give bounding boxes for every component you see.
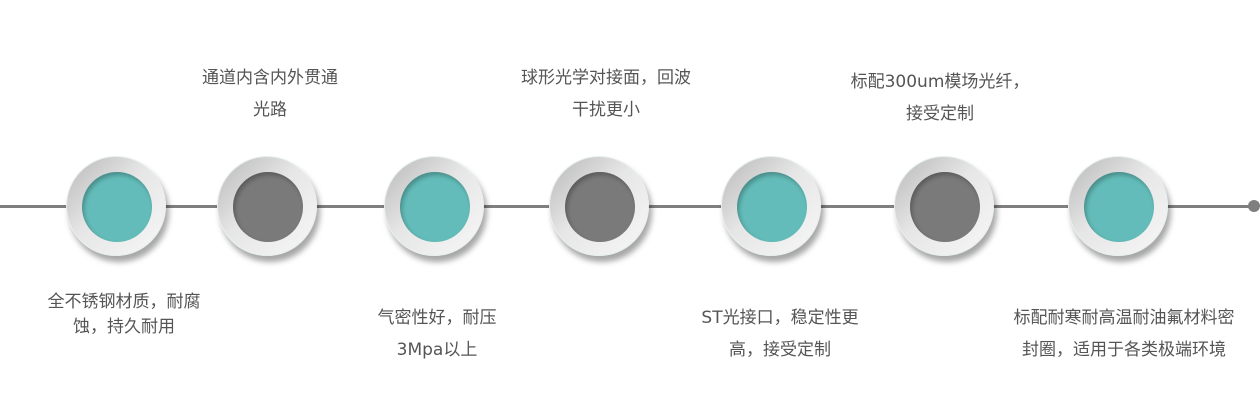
node-center-circle	[565, 172, 635, 242]
timeline-node	[894, 156, 994, 256]
node-center-circle	[1084, 172, 1154, 242]
feature-label-line: 3Mpa以上	[396, 340, 478, 360]
feature-label: ST光接口，稳定性更高，接受定制	[650, 302, 910, 366]
feature-label-line: 封圈，适用于各类极端环境	[1022, 340, 1226, 360]
feature-label: 全不锈钢材质，耐腐蚀，持久耐用	[0, 290, 254, 340]
feature-label-line: 通道内含内外贯通	[202, 68, 338, 88]
feature-label-line: 标配300um模场光纤，	[850, 72, 1030, 92]
feature-label-line: 蚀，持久耐用	[73, 317, 175, 337]
feature-label-line: ST光接口，稳定性更	[701, 308, 859, 328]
timeline-end-dot	[1248, 200, 1260, 212]
feature-label-line: 标配耐寒耐高温耐油氟材料密	[1013, 308, 1235, 328]
feature-label-line: 干扰更小	[572, 100, 640, 120]
feature-label-line: 全不锈钢材质，耐腐	[47, 292, 201, 312]
timeline-node	[1068, 156, 1168, 256]
feature-label-line: 接受定制	[906, 104, 974, 124]
timeline-node	[217, 156, 317, 256]
feature-label-line: 高，接受定制	[729, 340, 831, 360]
timeline-node	[66, 156, 166, 256]
node-center-circle	[737, 172, 807, 242]
feature-label: 标配耐寒耐高温耐油氟材料密封圈，适用于各类极端环境	[994, 302, 1254, 366]
feature-label: 球形光学对接面，回波干扰更小	[476, 62, 736, 126]
timeline-node	[549, 156, 649, 256]
feature-label: 通道内含内外贯通光路	[140, 62, 400, 126]
feature-label-line: 光路	[253, 100, 287, 120]
feature-label-line: 球形光学对接面，回波	[521, 68, 691, 88]
feature-label-line: 气密性好，耐压	[377, 308, 497, 328]
feature-label: 气密性好，耐压 3Mpa以上	[307, 302, 567, 366]
node-center-circle	[910, 172, 980, 242]
node-center-circle	[82, 172, 152, 242]
node-center-circle	[400, 172, 470, 242]
timeline-node	[721, 156, 821, 256]
timeline-node	[384, 156, 484, 256]
feature-label: 标配300um模场光纤， 接受定制	[810, 66, 1070, 130]
node-center-circle	[233, 172, 303, 242]
